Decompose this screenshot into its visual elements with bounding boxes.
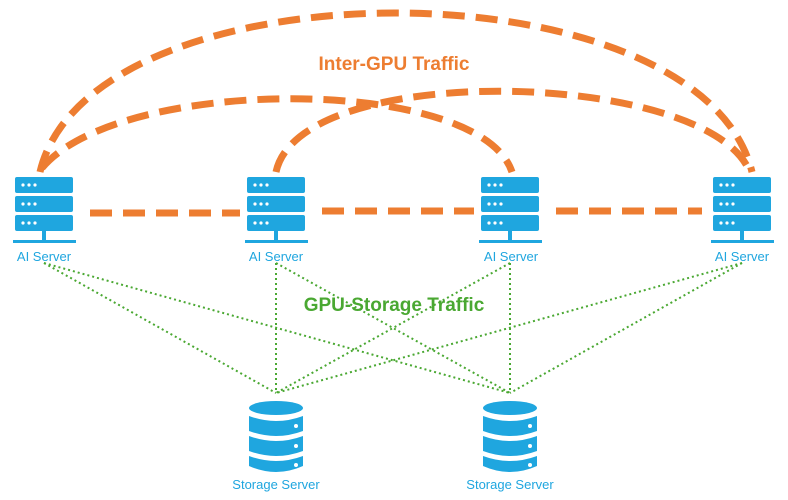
database-icon: [249, 401, 303, 472]
server-rack-icon: [13, 177, 76, 243]
ai-server-label: AI Server: [17, 249, 72, 264]
server-rack-icon: [479, 177, 542, 243]
server-rack-icon: [711, 177, 774, 243]
link-ai4-storage2: [509, 262, 743, 394]
storage-server-2: Storage Server: [466, 401, 554, 492]
arc-ai2-ai4: [272, 87, 752, 173]
storage-server-1: Storage Server: [232, 401, 320, 492]
ai-server-label: AI Server: [715, 249, 770, 264]
storage-server-label: Storage Server: [232, 477, 320, 492]
link-ai1-storage1: [43, 262, 277, 394]
database-icon: [483, 401, 537, 472]
arc-ai1-ai3: [39, 95, 516, 174]
ai-server-label: AI Server: [484, 249, 539, 264]
ai-server-4: AI Server: [711, 177, 774, 264]
arc-ai1-ai4: [36, 9, 756, 173]
ai-server-label: AI Server: [249, 249, 304, 264]
inter-gpu-links: [36, 9, 756, 217]
gpu-storage-links: [43, 262, 743, 394]
ai-server-3: AI Server: [479, 177, 542, 264]
server-rack-icon: [245, 177, 308, 243]
link-ai4-storage1: [275, 262, 743, 394]
inter-gpu-traffic-title: Inter-GPU Traffic: [319, 54, 470, 75]
ai-server-1: AI Server: [13, 177, 76, 264]
storage-server-label: Storage Server: [466, 477, 554, 492]
gpu-storage-traffic-title: GPU-Storage Traffic: [304, 295, 485, 316]
ai-server-2: AI Server: [245, 177, 308, 264]
